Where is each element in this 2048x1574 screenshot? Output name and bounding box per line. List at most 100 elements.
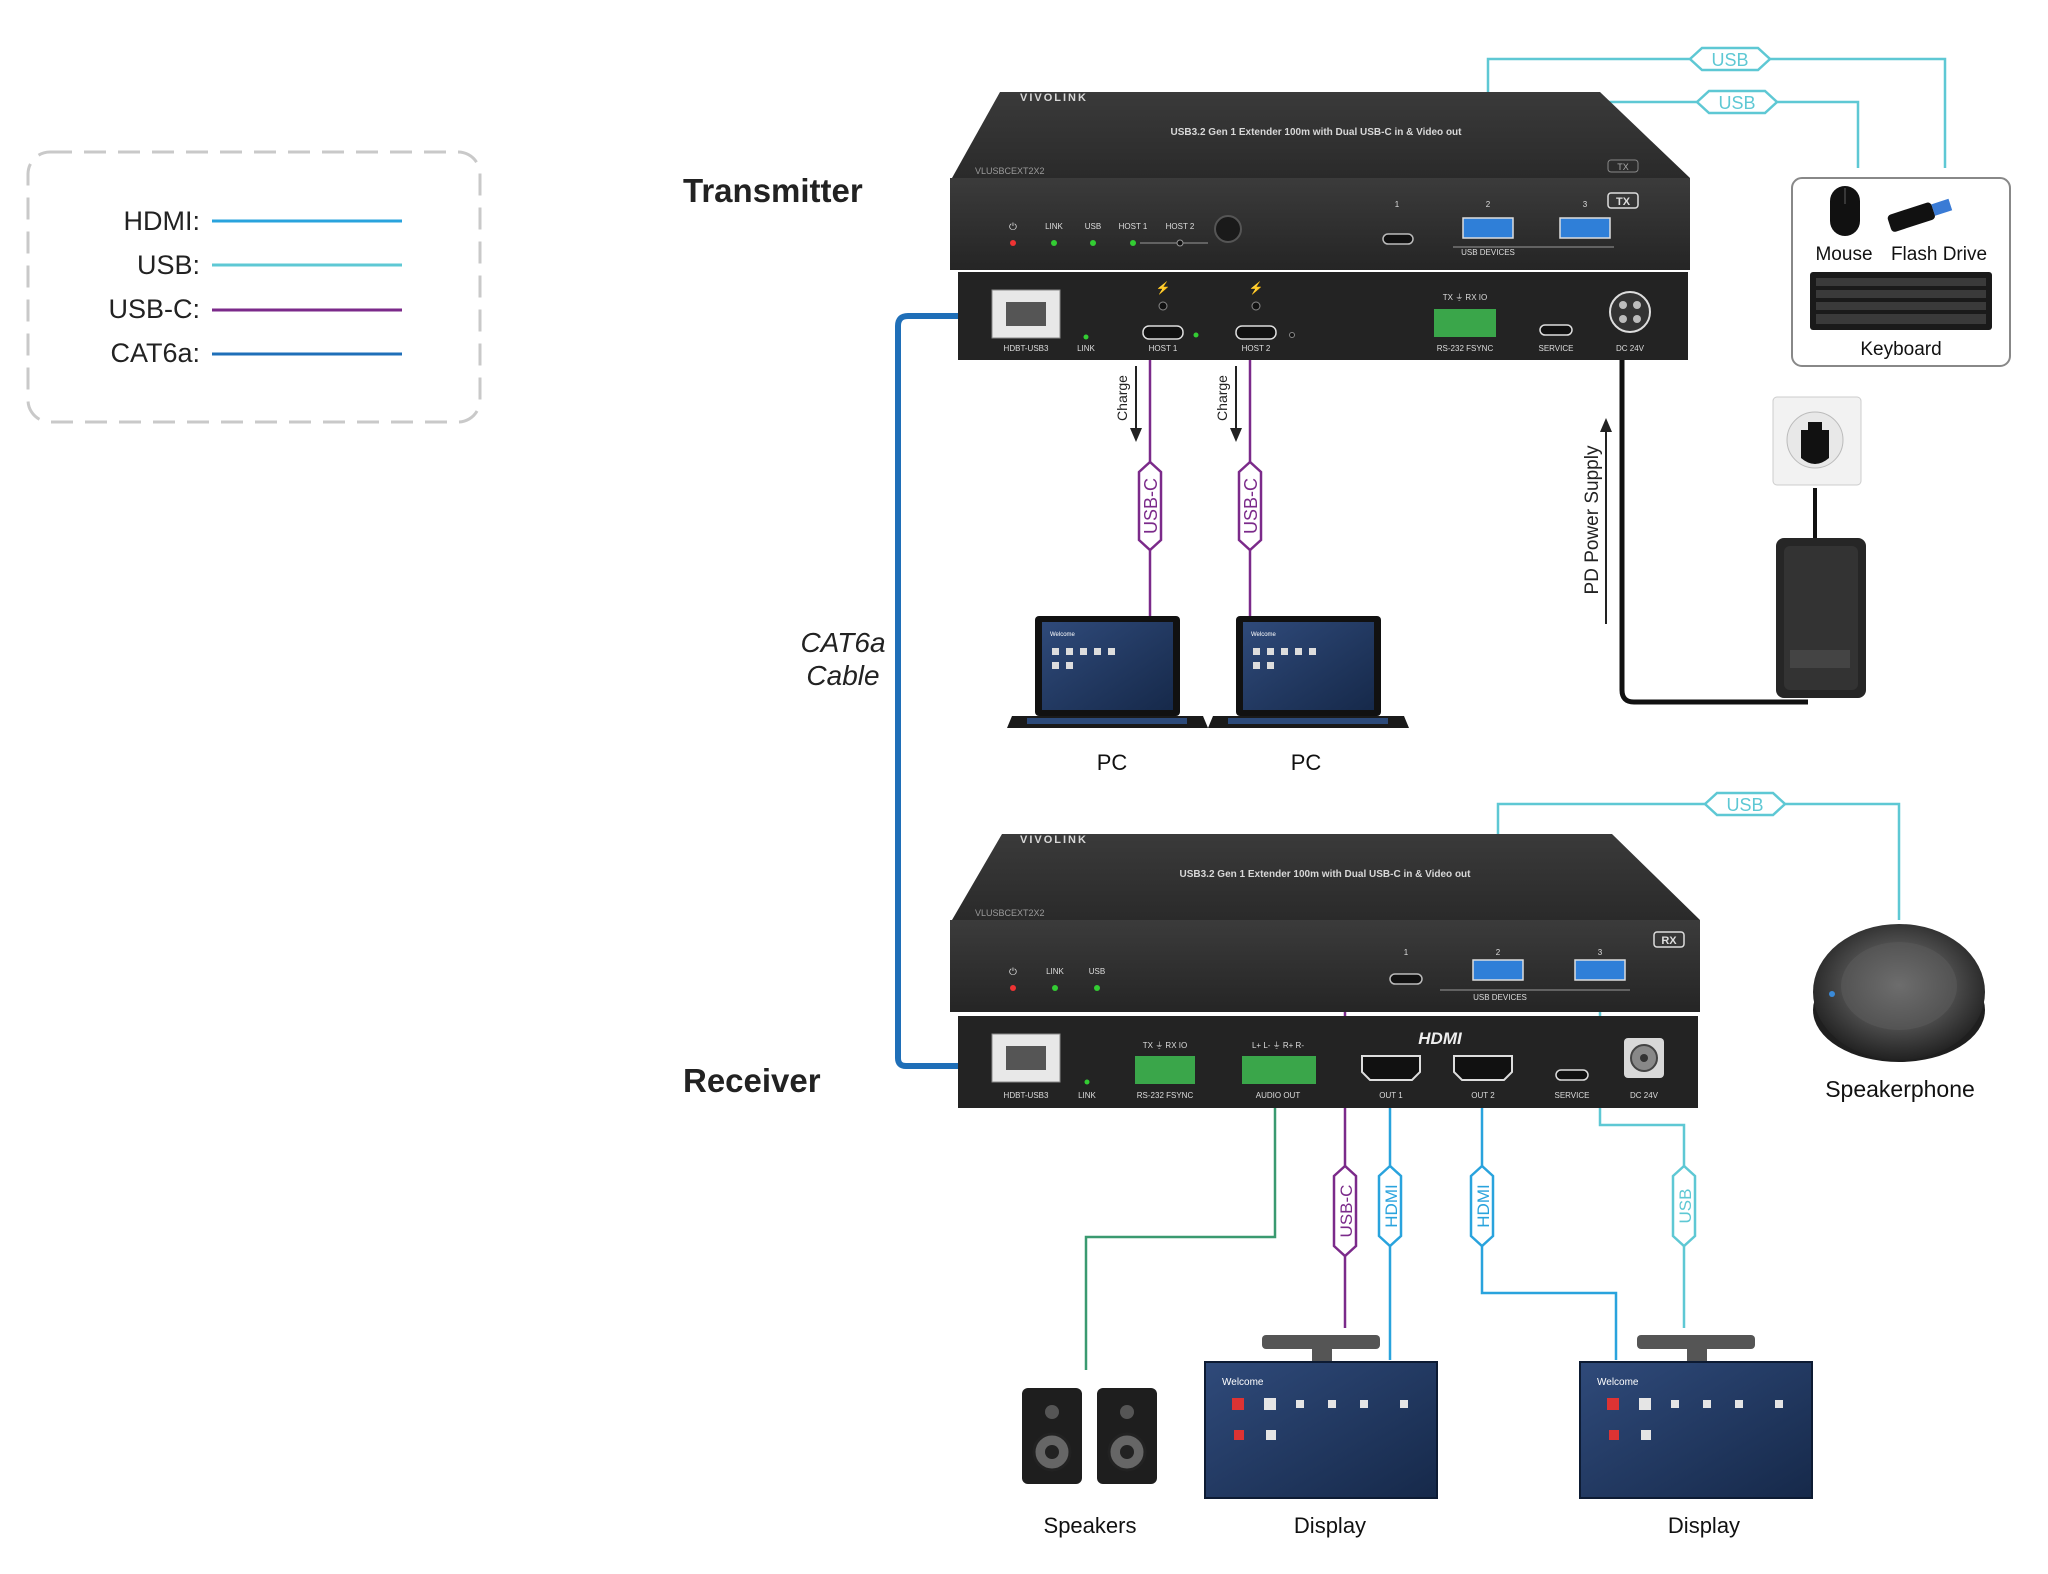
- tx-led-usb-label: USB: [1085, 222, 1101, 231]
- transmitter-unit: Transmitter VIVOLINK USB3.2 Gen 1 Extend…: [683, 92, 1690, 360]
- pc2-screen-welcome: Welcome: [1251, 632, 1277, 638]
- rx-usb-devices-label: USB DEVICES: [1473, 993, 1527, 1002]
- usbc-tag-display-label: USB-C: [1337, 1185, 1356, 1238]
- receiver-unit: Receiver VIVOLINK USB3.2 Gen 1 Extender …: [683, 834, 1700, 1108]
- camera-bar-2: [1637, 1335, 1755, 1349]
- tx-port2-number: 2: [1486, 200, 1491, 209]
- tx-top-lid: [952, 92, 1690, 178]
- rx-rs232-terminal[interactable]: [1135, 1056, 1195, 1084]
- tx-select-button[interactable]: [1214, 215, 1242, 243]
- rx-rs232-top-label: TX ⏚ RX IO: [1143, 1041, 1187, 1050]
- rx-led-usb-label: USB: [1089, 967, 1105, 976]
- rx-out2-label: OUT 2: [1471, 1091, 1495, 1100]
- pd-power-label: PD Power Supply: [1582, 445, 1603, 594]
- rx-rear-link-label: LINK: [1078, 1091, 1096, 1100]
- hdmi-cable-out2: [1480, 1100, 1618, 1360]
- display-2: Welcome: [1579, 1335, 1813, 1499]
- tx-brand: VIVOLINK: [1020, 92, 1088, 104]
- rx-led-power: [1010, 985, 1016, 991]
- transmitter-title: Transmitter: [683, 172, 863, 209]
- rx-led-power-label: ⏻: [1009, 967, 1017, 978]
- rx-usbc-device-port[interactable]: [1389, 973, 1423, 985]
- legend-label-hdmi: HDMI:: [124, 206, 201, 236]
- usb-tag-display2-label: USB: [1676, 1189, 1695, 1224]
- rx-hdmi-out1-port[interactable]: [1361, 1055, 1421, 1081]
- tx-host1-label: HOST 1: [1149, 344, 1178, 353]
- tx-rs232-terminal[interactable]: [1434, 309, 1496, 337]
- camera-bar-1: [1262, 1335, 1380, 1349]
- peripherals-box: Mouse Flash Drive Keyboard: [1791, 177, 2011, 367]
- rx-service-label: SERVICE: [1555, 1091, 1590, 1100]
- tx-description: USB3.2 Gen 1 Extender 100m with Dual USB…: [1171, 127, 1463, 138]
- usbc-tag-pc1-label: USB-C: [1141, 478, 1161, 534]
- rx-badge: RX: [1661, 935, 1677, 947]
- speakers-icon: [1022, 1388, 1157, 1484]
- tx-usb-devices-label: USB DEVICES: [1461, 248, 1515, 257]
- tx-led-power: [1010, 240, 1016, 246]
- tx-service-label: SERVICE: [1539, 344, 1574, 353]
- rx-port3-number: 3: [1598, 948, 1603, 957]
- tx-host2-port[interactable]: [1235, 325, 1277, 340]
- rx-hdmi-out2-port[interactable]: [1453, 1055, 1513, 1081]
- rx-audio-terminal[interactable]: [1242, 1056, 1316, 1084]
- cat6a-cable: [895, 313, 990, 1069]
- rx-service-port[interactable]: [1555, 1069, 1589, 1081]
- rx-model: VLUSBCEXT2X2: [975, 908, 1045, 918]
- rx-top-lid: [952, 834, 1700, 920]
- tx-led-link-label: LINK: [1045, 222, 1063, 231]
- tx-hdbt-label: HDBT-USB3: [1004, 344, 1049, 353]
- flash-drive-icon: [1887, 198, 1953, 232]
- charge-label-2: Charge: [1214, 375, 1230, 421]
- display2-label: Display: [1668, 1513, 1740, 1538]
- charge-arrow-1: Charge: [1114, 366, 1142, 442]
- mouse-label: Mouse: [1815, 244, 1872, 265]
- tx-rear-panel: [958, 272, 1688, 360]
- tx-port3-number: 3: [1583, 200, 1588, 209]
- hdmi-tag-out2: HDMI: [1469, 1164, 1495, 1248]
- legend-box: [26, 150, 482, 424]
- pd-power-arrow: PD Power Supply: [1582, 418, 1612, 624]
- pc1-screen-welcome: Welcome: [1050, 632, 1076, 638]
- tx-badge: TX: [1616, 196, 1631, 208]
- pc2-label: PC: [1291, 750, 1322, 775]
- tx-port1-number: 1: [1395, 200, 1400, 209]
- tx-usb-port-2[interactable]: [1462, 217, 1514, 239]
- svg-text:⚡: ⚡: [1249, 281, 1264, 295]
- tx-usbc-device-port[interactable]: [1382, 233, 1414, 245]
- display-1: Welcome: [1204, 1335, 1438, 1499]
- tx-host2-label: HOST 2: [1242, 344, 1271, 353]
- hdmi-tag-out1: HDMI: [1377, 1164, 1403, 1248]
- tx-rs232-label: RS-232 FSYNC: [1437, 344, 1494, 353]
- usb-tag-top: USB: [1688, 46, 1772, 72]
- cat6a-cable-label-2: Cable: [806, 660, 879, 691]
- rx-led-link-label: LINK: [1046, 967, 1064, 976]
- audio-cable: [1084, 1100, 1277, 1370]
- charge-arrow-2: Charge: [1214, 366, 1242, 442]
- tx-host1-port[interactable]: [1142, 325, 1184, 340]
- tx-led-host1-label: HOST 1: [1119, 222, 1148, 231]
- display1-label: Display: [1294, 1513, 1366, 1538]
- tx-rear-link-label: LINK: [1077, 344, 1095, 353]
- tx-model: VLUSBCEXT2X2: [975, 166, 1045, 176]
- usb-tag-mid-label: USB: [1718, 93, 1755, 113]
- flash-drive-label: Flash Drive: [1891, 244, 1987, 265]
- power-adapter-icon: [1776, 538, 1866, 698]
- rx-rear-panel: [958, 1016, 1698, 1108]
- rx-audio-top-label: L+ L- ⏚ R+ R-: [1252, 1041, 1304, 1050]
- tx-service-port[interactable]: [1539, 324, 1573, 336]
- charge-label-1: Charge: [1114, 375, 1130, 421]
- speakerphone-icon: [1813, 924, 1985, 1062]
- rx-usb-port-3[interactable]: [1574, 959, 1626, 981]
- tx-dc-label: DC 24V: [1616, 344, 1645, 353]
- rx-description: USB3.2 Gen 1 Extender 100m with Dual USB…: [1180, 869, 1472, 880]
- power-cable: [1619, 356, 1808, 705]
- keyboard-label: Keyboard: [1860, 339, 1941, 360]
- legend-label-cat6a: CAT6a:: [110, 338, 200, 368]
- svg-text:⚡: ⚡: [1156, 281, 1171, 295]
- tx-usb-port-3[interactable]: [1559, 217, 1611, 239]
- rx-usb-port-2[interactable]: [1472, 959, 1524, 981]
- cat6a-cable-label-1: CAT6a: [800, 627, 885, 658]
- tx-dc-port[interactable]: [1609, 291, 1651, 333]
- usbc-tag-pc2: USB-C: [1237, 460, 1263, 552]
